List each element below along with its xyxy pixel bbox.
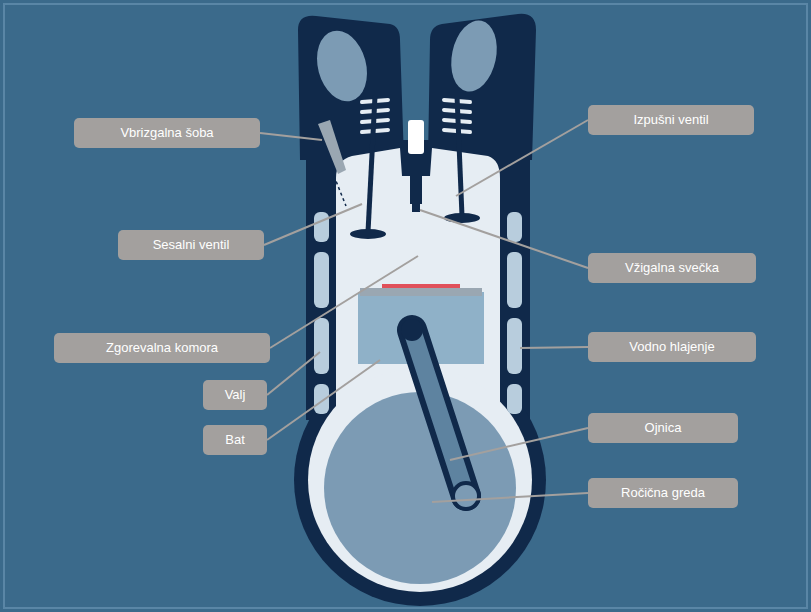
piston-pin [401,319,423,341]
part-label: Vodno hlajenje [588,332,756,362]
intake-valve [368,96,375,232]
connecting-rod-outline [412,330,466,496]
frame [4,4,807,608]
part-label: Bat [203,425,267,455]
exhaust-valve [457,96,462,216]
part-label: Vbrizgalna šoba [74,118,260,148]
crank-disk [324,392,516,584]
part-label: Vžigalna svečka [588,253,756,283]
connecting-rod [412,330,466,496]
crank-pin [453,483,479,509]
part-label: Izpušni ventil [588,105,754,135]
piston-rings [360,288,482,296]
spark-plug [408,120,424,154]
spark-plug-body [410,154,422,204]
part-label: Valj [203,380,267,410]
part-label: Ojnica [588,413,738,443]
leader-line [260,120,588,502]
part-label: Sesalni ventil [118,230,264,260]
piston-crown [382,284,460,288]
intake-cam [310,25,375,107]
part-label: Ročična greda [588,478,738,508]
exhaust-valve-head [444,213,480,223]
intake-valve-head [350,229,386,239]
exhaust-cam [445,16,503,96]
injector [318,120,346,174]
injector-spray [334,176,346,206]
part-label: Zgorevalna komora [54,333,270,363]
spark-plug-tip [412,204,420,212]
